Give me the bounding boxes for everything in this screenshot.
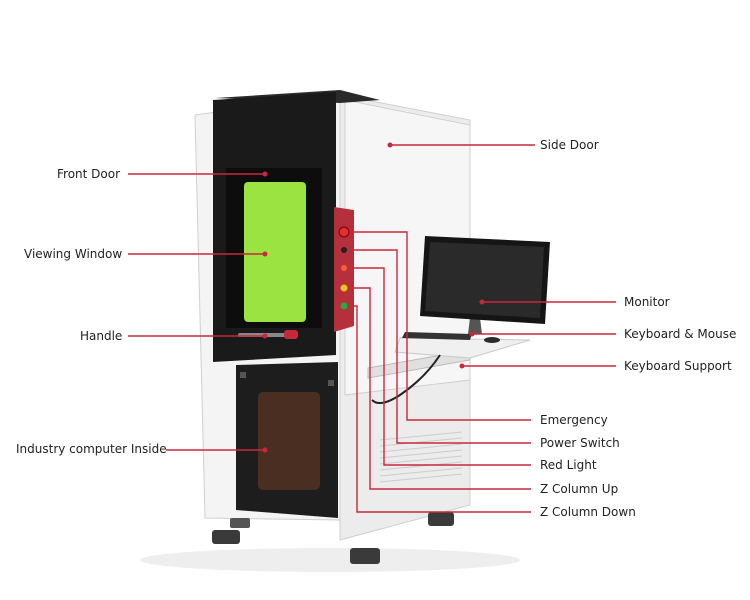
support-arm bbox=[367, 349, 471, 379]
label-keyboard-mouse: Keyboard & Mouse bbox=[624, 327, 737, 341]
leader-lines bbox=[128, 144, 616, 513]
leader-power-switch bbox=[350, 249, 531, 444]
keyboard bbox=[402, 332, 472, 340]
viewing-window bbox=[244, 182, 306, 322]
label-viewing-window: Viewing Window bbox=[24, 247, 123, 261]
leader-z-up bbox=[350, 287, 531, 490]
label-front-door: Front Door bbox=[57, 167, 121, 181]
lower-door-knob-bottom bbox=[328, 380, 334, 386]
label-keyboard-support: Keyboard Support bbox=[624, 359, 732, 373]
casters bbox=[212, 512, 454, 564]
leader-emergency bbox=[350, 231, 531, 421]
monitor-screen bbox=[425, 242, 544, 318]
label-emergency: Emergency bbox=[540, 413, 608, 427]
emergency-button bbox=[338, 226, 350, 238]
side-vents bbox=[379, 431, 463, 483]
leader-dots bbox=[262, 142, 485, 453]
lower-window bbox=[258, 392, 320, 490]
power-switch bbox=[341, 247, 347, 253]
label-z-column-down: Z Column Down bbox=[540, 505, 636, 519]
label-power-switch: Power Switch bbox=[540, 436, 620, 450]
cable bbox=[371, 354, 441, 405]
lower-door-knob-top bbox=[240, 372, 246, 378]
floor-shadow bbox=[140, 548, 520, 572]
leader-z-down bbox=[350, 305, 531, 513]
label-industry-computer: Industry computer Inside bbox=[16, 442, 167, 456]
label-handle: Handle bbox=[80, 329, 123, 343]
red-light bbox=[341, 265, 347, 271]
label-monitor: Monitor bbox=[624, 295, 670, 309]
leader-red-light bbox=[350, 267, 531, 466]
label-red-light: Red Light bbox=[540, 458, 597, 472]
z-down-button bbox=[340, 302, 348, 310]
label-side-door: Side Door bbox=[540, 138, 599, 152]
label-z-column-up: Z Column Up bbox=[540, 482, 619, 496]
mouse bbox=[484, 337, 500, 343]
handle-grip bbox=[284, 330, 298, 339]
monitor-stand bbox=[468, 318, 482, 334]
z-up-button bbox=[340, 284, 348, 292]
